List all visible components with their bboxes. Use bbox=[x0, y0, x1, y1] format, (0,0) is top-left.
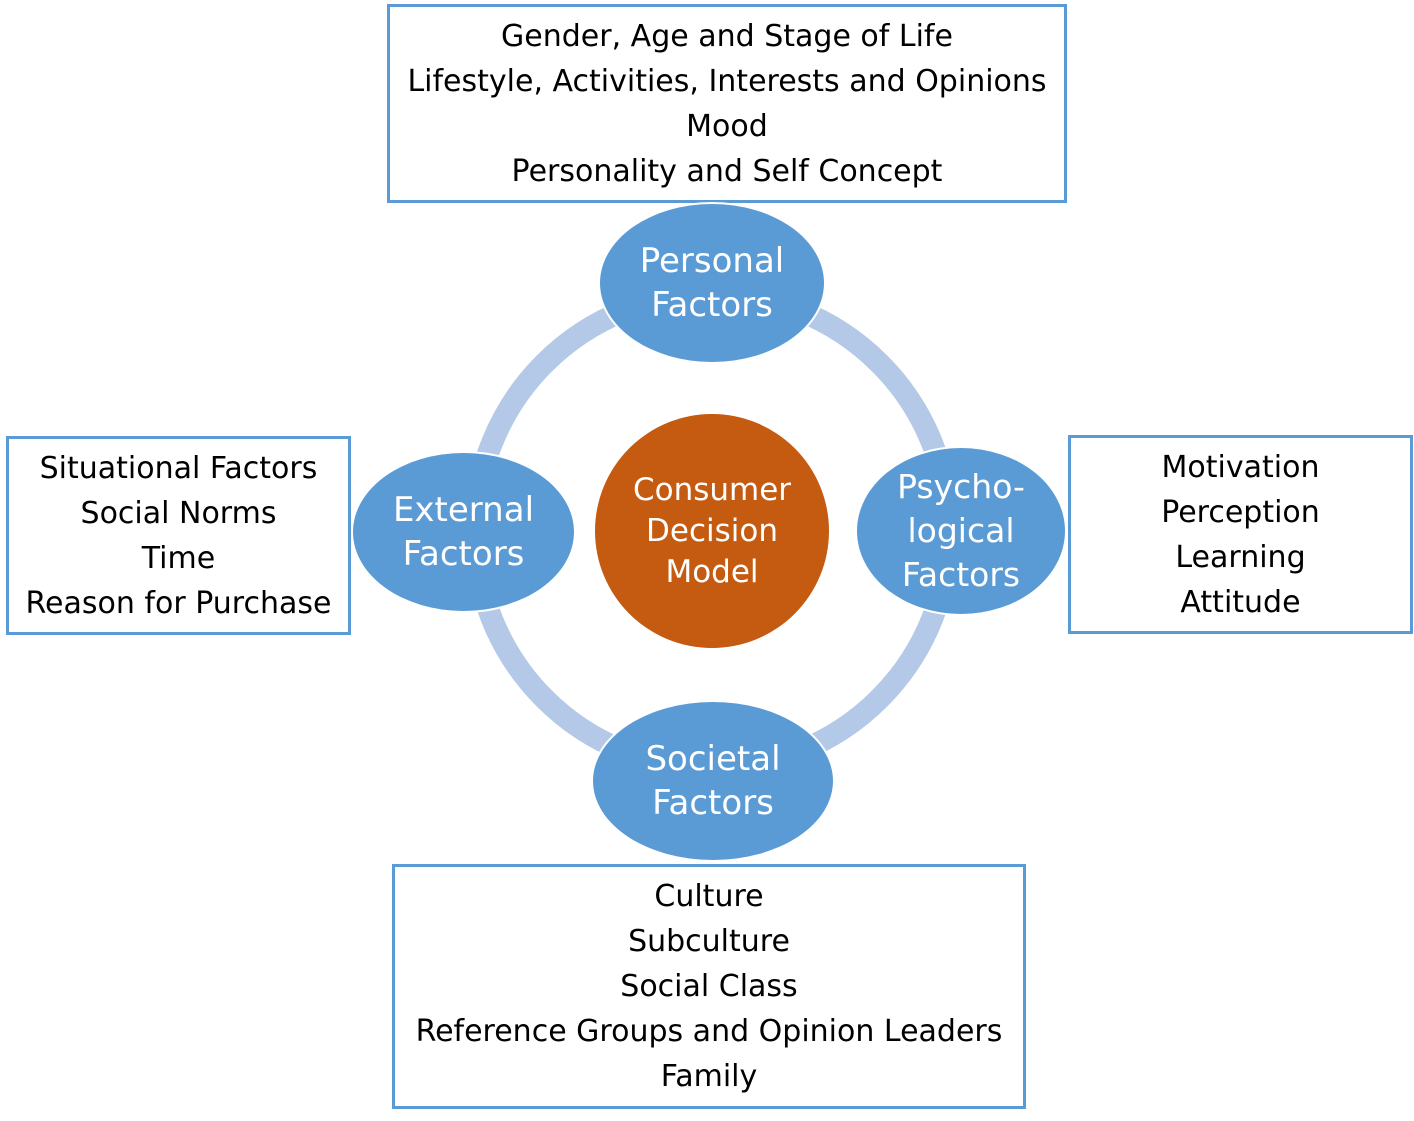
psychological-item: Motivation bbox=[1161, 449, 1320, 485]
center-label: Decision bbox=[646, 512, 778, 549]
node-label: Psycho- bbox=[897, 467, 1025, 506]
psychological-factors-node: Psycho- logical Factors bbox=[855, 446, 1067, 616]
external-item: Situational Factors bbox=[39, 450, 318, 486]
psychological-factors-box: Motivation Perception Learning Attitude bbox=[1068, 435, 1413, 634]
node-label: Factors bbox=[402, 534, 525, 574]
societal-factors-box: Culture Subculture Social Class Referenc… bbox=[392, 864, 1026, 1109]
external-factors-box: Situational Factors Social Norms Time Re… bbox=[6, 436, 351, 635]
node-label: Factors bbox=[652, 783, 774, 823]
psychological-item: Attitude bbox=[1180, 584, 1301, 620]
external-factors-node: External Factors bbox=[351, 451, 576, 613]
societal-item: Subculture bbox=[628, 924, 790, 959]
psychological-item: Perception bbox=[1161, 494, 1320, 530]
societal-item: Social Class bbox=[620, 969, 798, 1004]
societal-item: Family bbox=[660, 1059, 758, 1094]
consumer-decision-model-center: Consumer Decision Model bbox=[595, 414, 829, 648]
societal-factors-node: Societal Factors bbox=[591, 700, 835, 862]
societal-item: Reference Groups and Opinion Leaders bbox=[415, 1014, 1003, 1049]
external-item: Reason for Purchase bbox=[25, 585, 332, 621]
personal-item: Lifestyle, Activities, Interests and Opi… bbox=[407, 63, 1047, 99]
personal-factors-node: Personal Factors bbox=[598, 202, 826, 364]
node-label: External bbox=[392, 490, 535, 530]
external-item: Time bbox=[141, 540, 216, 576]
personal-item: Gender, Age and Stage of Life bbox=[501, 18, 953, 54]
node-label: Societal bbox=[645, 739, 781, 779]
personal-factors-box: Gender, Age and Stage of Life Lifestyle,… bbox=[387, 4, 1067, 203]
psychological-item: Learning bbox=[1175, 539, 1306, 575]
node-label: Factors bbox=[901, 555, 1021, 594]
center-label: Model bbox=[665, 553, 759, 590]
personal-item: Mood bbox=[686, 108, 768, 144]
node-label: Personal bbox=[639, 241, 785, 281]
center-label: Consumer bbox=[632, 471, 792, 508]
societal-item: Culture bbox=[654, 879, 764, 914]
node-label: logical bbox=[907, 511, 1015, 550]
external-item: Social Norms bbox=[80, 495, 277, 531]
node-label: Factors bbox=[651, 285, 773, 325]
personal-item: Personality and Self Concept bbox=[511, 153, 943, 189]
